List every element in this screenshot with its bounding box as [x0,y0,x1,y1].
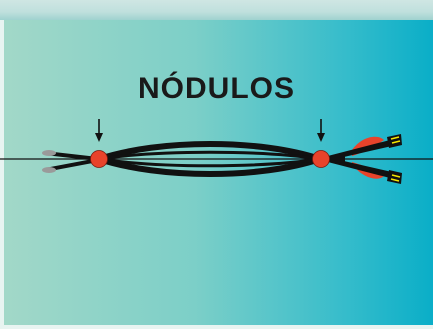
right-tip-upper-stripe [390,136,401,144]
slide-title: NÓDULOS [138,72,295,105]
right-node [312,150,330,168]
left-node [90,150,108,168]
left-edge [0,20,4,329]
left-strand-lower [45,158,98,172]
left-down-arrow [95,133,103,142]
internode-strand-inner-lower [98,157,321,168]
bottom-edge [0,325,433,329]
right-down-arrow [317,133,325,142]
top-band [0,0,433,20]
internode-strand-lower [98,156,321,177]
internode-strand-inner-upper [98,150,321,161]
left-strand-upper [45,151,98,161]
internode-strand-upper [98,141,321,162]
left-tip-upper [42,150,56,156]
right-tip-lower-stripe [390,174,401,182]
left-tip-lower [42,167,56,173]
